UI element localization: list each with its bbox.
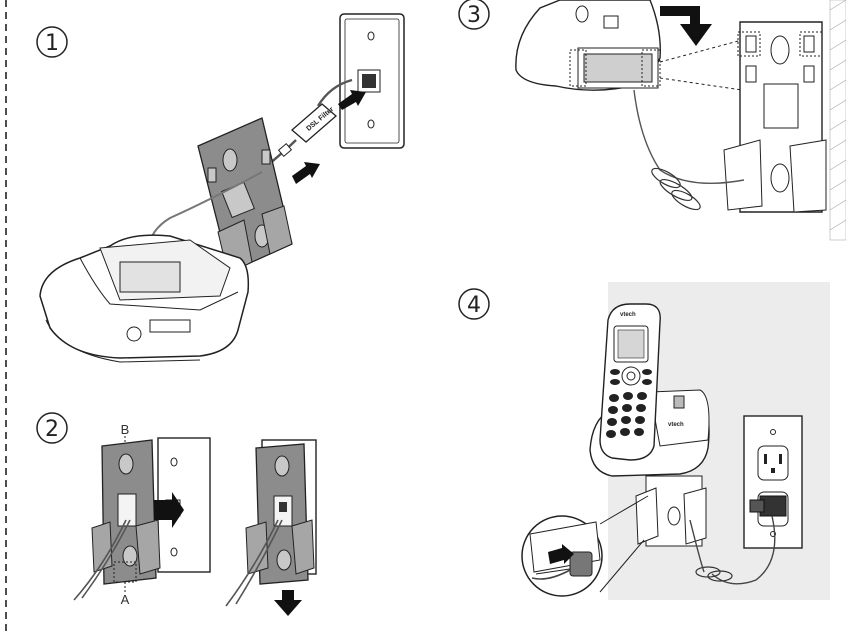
step-2: 2 B A (37, 413, 316, 616)
step-1-number: 1 (45, 31, 59, 56)
telephone-base (40, 235, 248, 362)
step-4-number: 4 (467, 293, 481, 318)
telephone-base (516, 0, 660, 90)
wall-mount-bracket (246, 444, 314, 584)
step-1: 1 DSL Filter (37, 14, 404, 362)
step-3-number: 3 (467, 3, 481, 28)
electrical-outlet (744, 416, 802, 548)
step-4: 4 vtech vtech (459, 282, 830, 600)
wall-surface (830, 0, 846, 240)
slide-down-arrow (274, 590, 302, 616)
push-arrow (292, 162, 320, 184)
wall-mount-bracket (724, 22, 826, 212)
step-2-number: 2 (45, 417, 59, 442)
cordless-handset: vtech (600, 304, 660, 460)
push-arrow (660, 6, 712, 46)
step-3: 3 (459, 0, 846, 240)
base-brand-label: vtech (668, 422, 684, 428)
cord-coil (649, 165, 703, 213)
wall-mount-bracket (636, 476, 706, 546)
callout-label-a: A (121, 592, 130, 607)
handset-brand-label: vtech (620, 312, 636, 318)
dsl-filter: DSL Filter (262, 80, 352, 170)
callout-label-b: B (121, 422, 130, 437)
